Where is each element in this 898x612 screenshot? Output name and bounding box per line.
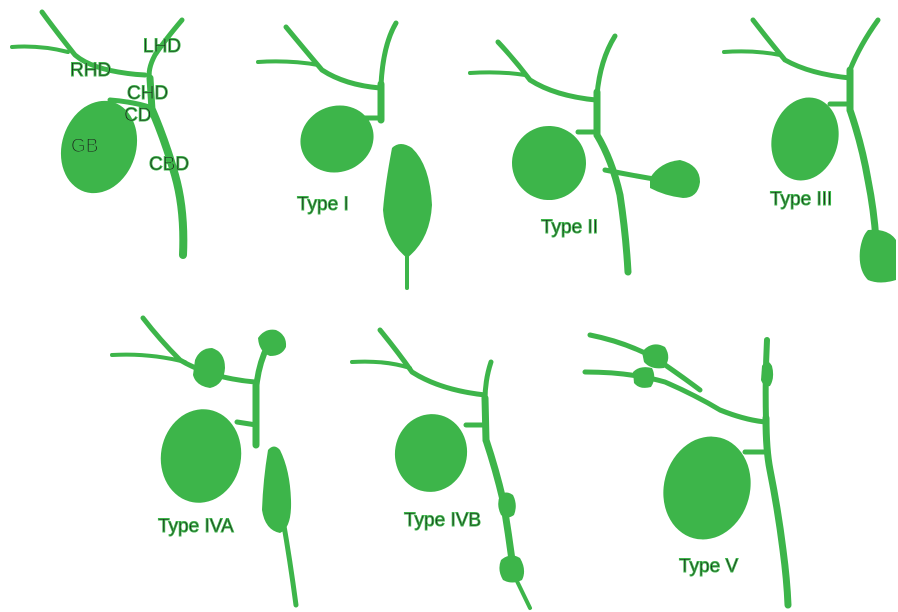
type-1-label: Type I (297, 194, 349, 215)
type-3-left-hepatic-duct (850, 20, 878, 70)
type-4b-label: Type IVB (404, 510, 481, 531)
type-4b-panel: Type IVB (352, 330, 530, 608)
type-5-common-duct (766, 418, 788, 605)
type-3-choledochocele (860, 230, 896, 283)
type-4b-common-hepatic-duct (485, 398, 486, 440)
label-cbd: CBD (149, 154, 189, 175)
type-3-right-hepatic-branch (724, 51, 780, 55)
type-1-panel: Type I (258, 23, 432, 288)
type-2-diverticulum-cyst (650, 160, 700, 198)
type-3-label: Type III (770, 189, 832, 210)
type-1-left-hepatic-duct (381, 23, 396, 85)
type-4a-panel: Type IVA (112, 318, 296, 605)
type-3-panel: Type III (724, 20, 896, 283)
type-4b-gallbladder (389, 408, 473, 497)
type-5-label: Type V (679, 556, 738, 577)
common-bile-duct (152, 110, 183, 255)
type-1-right-hepatic-duct (286, 27, 380, 88)
type-2-right-hepatic-branch (470, 72, 525, 75)
type-2-right-hepatic-duct (498, 42, 596, 100)
type-5-gallbladder (652, 427, 762, 550)
type-4a-gallbladder (153, 403, 248, 509)
type-4a-intrahepatic-cyst-right (193, 348, 225, 388)
label-gb: GB (71, 136, 98, 157)
type-4a-distal-duct (283, 520, 296, 605)
label-chd: CHD (127, 83, 168, 104)
label-rhd: RHD (70, 60, 111, 81)
type-4a-label: Type IVA (158, 516, 234, 537)
type-3-common-bile-duct (850, 110, 876, 240)
type-4b-left-hepatic-duct (485, 362, 491, 400)
type-5-intrahepatic-cyst-main (761, 362, 773, 387)
right-hepatic-duct-branch-lower (12, 47, 68, 52)
type-1-right-hepatic-branch (258, 61, 318, 65)
type-5-intrahepatic-cyst-upper (642, 344, 668, 368)
type-1-fusiform-cyst (383, 144, 432, 258)
type-4a-extrahepatic-cyst (262, 447, 291, 534)
label-lhd: LHD (143, 36, 181, 57)
type-5-panel: Type V (585, 335, 788, 605)
normal-anatomy-panel: LHD RHD CHD CD GB CBD (12, 12, 189, 255)
type-2-left-hepatic-duct (597, 36, 615, 95)
type-4a-cystic-duct (237, 422, 256, 425)
type-2-label: Type II (541, 217, 598, 238)
type-5-lower-branch (585, 372, 765, 422)
type-4b-extrahepatic-cyst-upper (498, 493, 516, 518)
type-1-gallbladder (291, 95, 383, 182)
type-2-panel: Type II (470, 36, 700, 272)
type-4b-right-hepatic-branch (352, 362, 410, 368)
type-5-intrahepatic-cyst-lower (633, 367, 654, 388)
type-4b-extrahepatic-cyst-lower (499, 555, 524, 582)
type-3-right-hepatic-duct (753, 20, 850, 78)
type-2-common-bile-duct (597, 135, 628, 272)
label-cd: CD (124, 105, 151, 126)
